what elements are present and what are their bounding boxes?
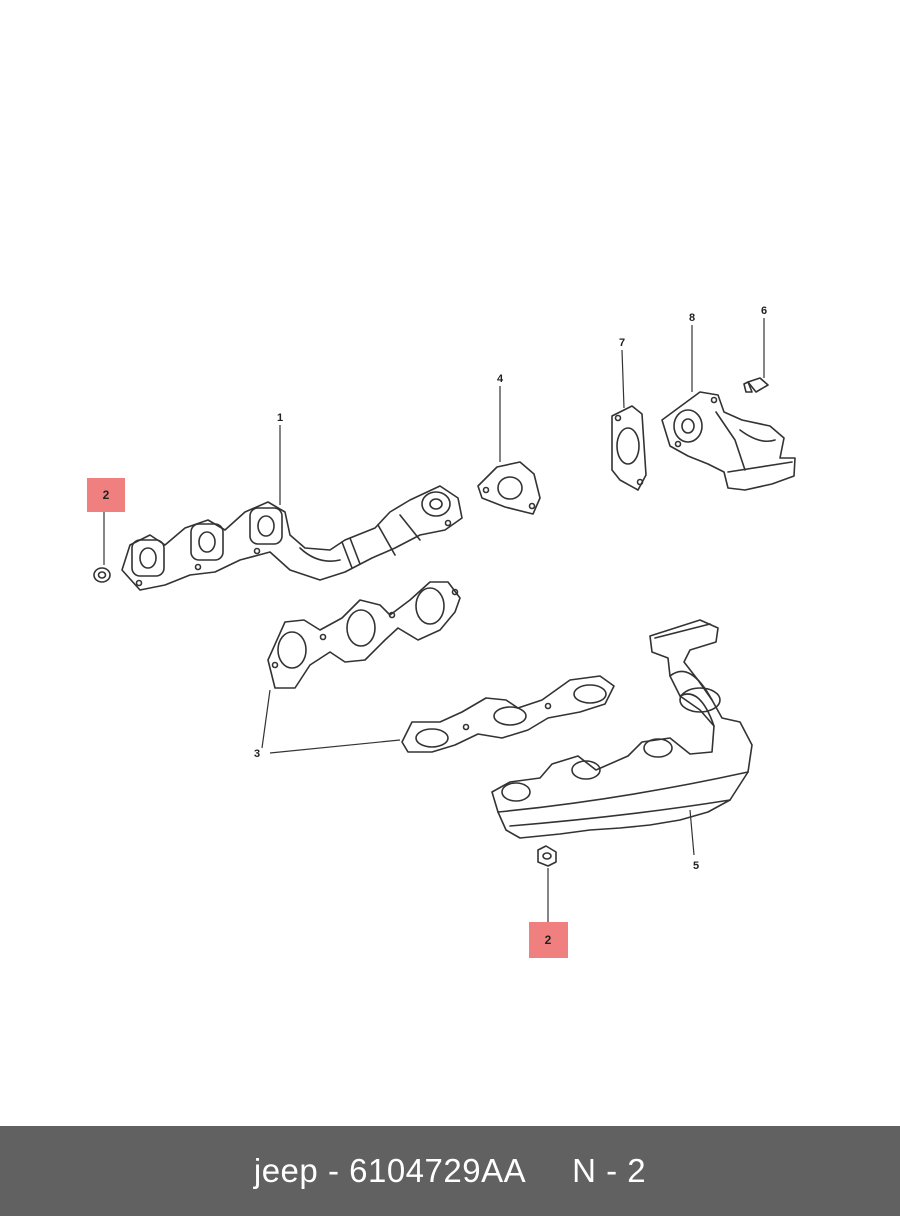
bolt <box>743 377 769 393</box>
leader-line-7 <box>621 349 625 409</box>
flange-gasket <box>477 461 541 515</box>
caption-separator: - <box>327 1152 340 1189</box>
footer-bar: jeep - 6104729AA N - 2 <box>0 1126 900 1216</box>
connector-pipe <box>661 391 796 491</box>
nut-upper <box>93 567 111 583</box>
part-number: 6104729AA <box>349 1152 527 1189</box>
callout-7: 7 <box>619 337 625 349</box>
leader-line-5 <box>689 809 695 856</box>
leader-line-3 <box>261 689 401 754</box>
manifold-gasket-lower <box>401 675 615 753</box>
manifold-gasket-upper <box>267 581 461 689</box>
callout-6: 6 <box>761 305 767 317</box>
highlight-box-2b <box>529 922 568 958</box>
callout-5: 5 <box>693 860 699 872</box>
callout-8: 8 <box>689 312 695 324</box>
brand-name: jeep <box>253 1152 319 1189</box>
footer-caption: jeep - 6104729AA N - 2 <box>254 1152 646 1190</box>
exploded-parts-diagram: 1 2 2 3 4 5 6 7 8 <box>87 305 796 958</box>
callout-3: 3 <box>254 748 260 760</box>
callout-2-lower: 2 <box>545 933 552 947</box>
callout-4: 4 <box>497 373 504 385</box>
exhaust-manifold-right <box>491 619 753 839</box>
nut-lower <box>537 845 557 867</box>
connector-gasket <box>611 405 647 491</box>
callout-1: 1 <box>277 412 283 424</box>
highlight-box-2a <box>87 478 125 512</box>
reference-label: N - 2 <box>572 1152 647 1189</box>
callout-2-upper: 2 <box>103 488 110 502</box>
exhaust-manifold-left <box>121 485 463 591</box>
